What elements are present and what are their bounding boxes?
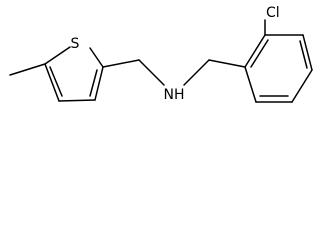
molecule-diagram: S NH Cl [9,5,313,103]
bond-c2-c3-inner [49,66,63,97]
bond-c5-ch2 [102,59,140,68]
bond-c4-c5-inner [89,69,98,97]
amine-label: NH [164,87,185,103]
bond-methyl [9,63,46,76]
amine-linker [102,59,246,86]
bond-ar1-ar2 [244,34,266,68]
bond-ar3-ar4 [302,34,313,71]
bond-ar3-ar4-inner [299,40,308,69]
chlorine-label: Cl [266,5,280,21]
bond-ar6-ar1 [244,66,257,103]
bond-s-c5 [89,47,104,68]
bond-s-c2 [44,46,71,65]
sulfur-label: S [71,36,80,52]
bond-ch2-ring [208,59,246,68]
bond-ar1-ar2-inner [250,39,269,68]
bond-c2-c3 [44,63,60,102]
bond-c3-c4 [58,99,96,102]
benzene-ring [244,34,313,103]
bond-ar4-ar5 [291,69,313,103]
bond-ch2-n [138,59,165,86]
bond-n-ch2 [183,59,210,86]
bond-c4-c5 [94,66,104,101]
thiophene-ring [44,46,104,102]
